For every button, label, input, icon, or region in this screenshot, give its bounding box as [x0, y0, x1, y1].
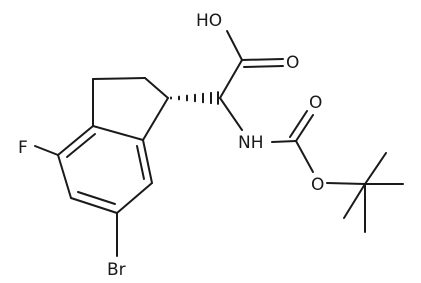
bond-ctert-me4	[364, 152, 387, 185]
bond-ccarboxyl-oh	[226, 30, 243, 61]
carbonyl-oxygen-label: O	[286, 53, 299, 73]
bond-ctert-me1	[343, 183, 366, 219]
bond-c4-c5	[57, 154, 72, 199]
bond-c7-c7a	[142, 139, 153, 184]
hashed-wedge-bond	[170, 91, 219, 105]
bromine-label: Br	[107, 260, 126, 280]
amine-label: NH	[238, 133, 264, 153]
bond-c7-c7a-inner	[136, 145, 145, 180]
bond-ccarbamate-o-2	[289, 110, 308, 138]
bond-c3a-c4	[57, 125, 94, 156]
ester-oxygen-label: O	[311, 175, 324, 195]
bond-c1-c7a	[142, 97, 169, 141]
fluorine-label: F	[18, 138, 28, 158]
bond-calpha-n	[219, 97, 243, 131]
carbamate-oxygen-label: O	[309, 93, 322, 113]
bond-ccarbamate-oester	[295, 140, 314, 173]
bond-oester-ctert	[326, 182, 366, 185]
bond-c5-c6-inner	[77, 191, 116, 205]
bond-c3a-c4-inner	[66, 133, 96, 158]
bond-c5-c6	[70, 197, 118, 214]
atom-labels: HO O NH O O F Br	[18, 11, 324, 280]
bond-calpha-ccarboxyl	[219, 59, 243, 99]
hydroxyl-label: HO	[196, 11, 222, 31]
bond-ccarboxyl-o-1	[241, 58, 284, 61]
bonds	[34, 30, 404, 257]
bond-ccarboxyl-o-2	[243, 65, 284, 68]
bond-n-ccarbamate	[271, 140, 297, 143]
bond-c4-f	[34, 145, 59, 156]
bond-c2-c1	[144, 77, 169, 99]
bond-ccarbamate-o-1	[295, 114, 314, 142]
bond-c6-c7	[116, 182, 153, 214]
bond-c3a-c7a	[92, 125, 144, 141]
bond-c3-c2	[92, 77, 146, 80]
